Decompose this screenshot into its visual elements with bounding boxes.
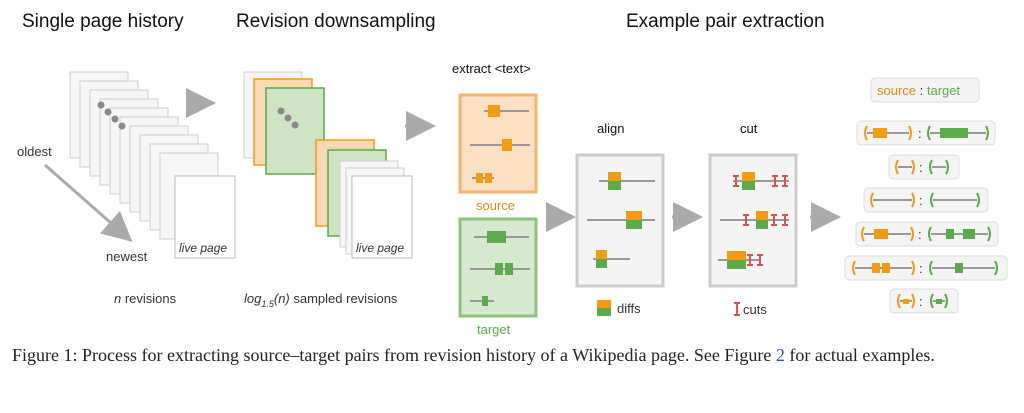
figure-reference-link[interactable]: 2 [775, 345, 785, 365]
pair-example-6: : [889, 288, 959, 314]
svg-text::: : [919, 160, 923, 175]
caption-text-end: for actual examples. [784, 345, 935, 365]
align-label: align [597, 121, 624, 136]
aligned-lines [587, 172, 655, 268]
pair-example-5: : [844, 255, 1008, 281]
title-single-page-history: Single page history [22, 11, 184, 32]
pair-example-4: : [855, 221, 999, 247]
svg-text::: : [919, 294, 923, 309]
target-lines [470, 231, 530, 306]
revision-stack [69, 71, 236, 259]
figure-caption: Figure 1: Process for extracting source–… [12, 344, 1012, 366]
diffs-label: diffs [617, 301, 641, 316]
source-lines [470, 105, 530, 183]
cut-lines [718, 172, 789, 269]
caption-text: Figure 1: Process for extracting source–… [12, 345, 776, 365]
pair-example-2: : [888, 154, 960, 180]
cut-markers [733, 175, 788, 266]
title-revision-downsampling: Revision downsampling [236, 11, 436, 32]
title-example-pair-extraction: Example pair extraction [626, 11, 825, 32]
pair-example-1: : [856, 120, 996, 146]
sampled-live-page-label: live page [356, 241, 404, 255]
legend-box [870, 77, 980, 103]
cuts-label: cuts [743, 302, 767, 317]
pair-example-3: : [863, 187, 989, 213]
sampled-ellipsis-dots [277, 107, 299, 129]
svg-text::: : [919, 261, 923, 276]
sampled-revisions-label: log1.5(n) sampled revisions [244, 291, 398, 309]
svg-text::: : [918, 227, 922, 242]
cut-label: cut [740, 121, 758, 136]
extract-text-label: extract <text> [452, 61, 531, 76]
newest-label: newest [106, 249, 148, 264]
cuts-legend-icon [734, 302, 740, 316]
oldest-label: oldest [17, 144, 52, 159]
n-revisions-label: n revisions [114, 291, 177, 306]
live-page-label: live page [179, 241, 227, 255]
svg-text::: : [918, 126, 922, 141]
ellipsis-dots [97, 101, 126, 130]
svg-text::: : [919, 193, 923, 208]
legend-text: source : target [877, 83, 961, 98]
diffs-legend-icon [597, 300, 611, 316]
target-label: target [477, 322, 511, 337]
sampled-stack [243, 71, 413, 259]
process-diagram: Single page history Revision downsamplin… [17, 11, 1008, 337]
time-arrow [44, 163, 133, 242]
source-label: source [476, 198, 515, 213]
